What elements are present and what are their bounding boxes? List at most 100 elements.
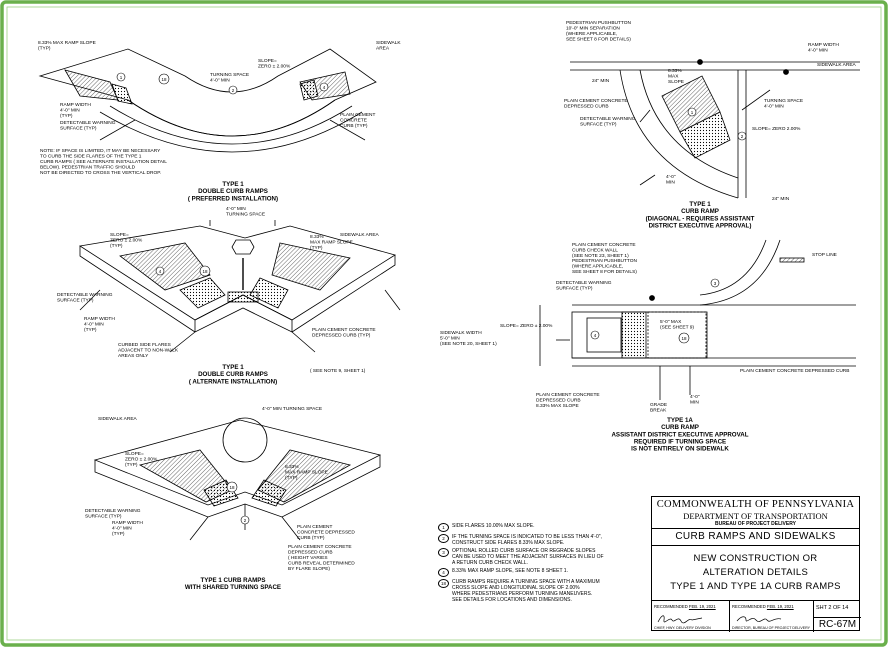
note-text: CURB RAMPS REQUIRE A TURNING SPACE WITH … — [452, 579, 600, 603]
label-e-push: PEDESTRIAN PUSHBUTTON(WHERE APPLICABLE,S… — [572, 258, 637, 275]
callout-4e: 4 — [590, 330, 600, 340]
label-d-zero: SLOPE= ZERO 2.00% — [752, 126, 801, 132]
department-name: DEPARTMENT OF TRANSPORTATION — [683, 511, 828, 521]
label-e-max: 5'-0" MAX(SEE SHEET 9) — [660, 319, 694, 331]
callouts: 1 2 18 4 18 4 18 2 1 2 4 3 18 — [116, 72, 747, 525]
note-number: 3 — [438, 548, 449, 557]
callout-3e: 3 — [710, 278, 720, 288]
detail-type1-double-alternate — [78, 220, 401, 353]
approval-1-role: CHIEF, HWY. DELIVERY DIVISION — [654, 626, 711, 630]
approval-row: RECOMMENDED FEB. 19, 2021 CHIEF, HWY. DE… — [652, 600, 861, 632]
sheet-cell: SHT 2 OF 14 RC-67M — [814, 601, 861, 632]
svg-text:4: 4 — [159, 269, 162, 274]
drawing-title: NEW CONSTRUCTION OR ALTERATION DETAILS T… — [670, 553, 841, 592]
callout-2c: 2 — [240, 515, 250, 525]
callout-18c: 18 — [226, 481, 238, 493]
label-d-24: 24" MIN — [592, 78, 610, 84]
svg-text:1: 1 — [120, 75, 123, 80]
bureau-name: BUREAU OF PROJECT DELIVERY — [715, 521, 796, 527]
label-b-slope-zero: SLOPE=ZERO ± 2.00%(TYP) — [110, 232, 143, 249]
detail-type1a — [539, 239, 856, 400]
title-block: COMMONWEALTH OF PENNSYLVANIA DEPARTMENT … — [651, 496, 861, 632]
label-e-4min: 4'-0"MIN — [690, 394, 700, 406]
svg-text:4: 4 — [323, 85, 326, 90]
label-c-sidewalk: SIDEWALK AREA — [98, 416, 138, 422]
callout-1d: 1 — [687, 107, 697, 117]
note-number: 4 — [438, 568, 449, 577]
label-b-slope: 8.33%MAX RAMP SLOPE(TYP) — [310, 234, 353, 251]
label-b-sidewalk: SIDEWALK AREA — [340, 232, 380, 238]
note-number: 2 — [438, 534, 449, 543]
sheet-number: RC-67M — [814, 617, 861, 632]
callout-4b: 4 — [155, 266, 165, 276]
note-a: NOTE: IF SPACE IS LIMITED, IT MAY BE NEC… — [40, 148, 167, 176]
callout-2: 2 — [228, 85, 238, 95]
label-c-turning: 4'-0" MIN TURNING SPACE — [262, 406, 322, 412]
note-number: 18 — [438, 579, 449, 588]
label-e-stop: STOP LINE — [812, 252, 837, 258]
svg-text:3: 3 — [714, 281, 717, 286]
callout-18: 18 — [158, 73, 170, 85]
label-c-slope: 8.33%MAX RAMP SLOPE(TYP) — [285, 464, 328, 481]
label-b-see: ( SEE NOTE 9, SHEET 1) — [310, 368, 366, 374]
svg-text:2: 2 — [232, 88, 235, 93]
label-d-4min: 4'-0"MIN — [666, 174, 676, 186]
callout-18b: 18 — [199, 265, 211, 277]
label-a-slope: 8.33% MAX RAMP SLOPE(TYP) — [38, 40, 96, 52]
note-text: 8.33% MAX RAMP SLOPE, SEE NOTE 8 SHEET 1… — [452, 568, 568, 574]
approval-cell-2: RECOMMENDED FEB. 19, 2021 DIRECTOR, BURE… — [730, 601, 814, 632]
approval-1-label: RECOMMENDED FEB. 19, 2021 — [654, 604, 716, 609]
svg-text:1: 1 — [691, 110, 694, 115]
label-e-plain: PLAIN CEMENT CONCRETE DEPRESSED CURB — [740, 368, 849, 374]
detail-type1-shared-turning — [93, 417, 382, 541]
svg-text:18: 18 — [681, 336, 687, 341]
callout-2d: 2 — [737, 131, 747, 141]
note-number: 1 — [438, 523, 449, 532]
label-d-24b: 24" MIN — [772, 196, 790, 202]
note-text: SIDE FLARES 10.00% MAX SLOPE. — [452, 523, 535, 529]
detail-c-labels: 4'-0" MIN TURNING SPACE SIDEWALK AREA SL… — [85, 406, 355, 591]
signature-1 — [657, 615, 703, 624]
agency-name: COMMONWEALTH OF PENNSYLVANIA — [656, 499, 855, 510]
label-a-slope-zero: SLOPE=ZERO ± 2.00% — [258, 58, 291, 70]
signature-2 — [736, 616, 782, 622]
drawing-series: CURB RAMPS AND SIDEWALKS — [652, 528, 859, 546]
svg-text:4: 4 — [594, 333, 597, 338]
approval-cell-1: RECOMMENDED FEB. 19, 2021 CHIEF, HWY. DE… — [652, 601, 730, 632]
